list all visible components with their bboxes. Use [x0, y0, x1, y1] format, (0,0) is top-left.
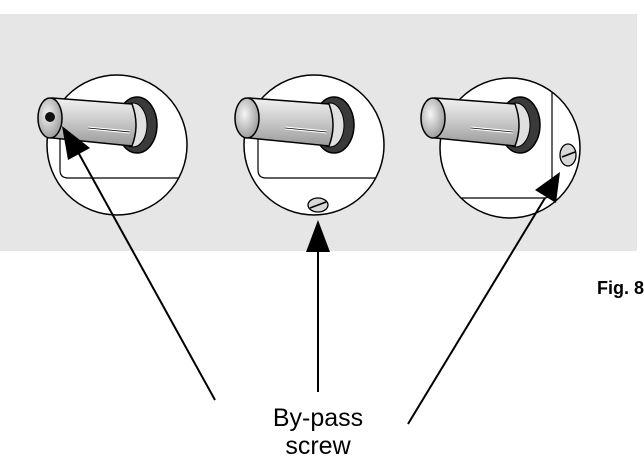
callout-label-line2: screw: [285, 432, 351, 460]
valve-knob-center: [234, 74, 385, 216]
callout-label-line1: By-pass: [272, 404, 364, 432]
arrow-center: [306, 220, 330, 392]
arrow-left: [62, 126, 216, 401]
valve-knob-left: [37, 74, 188, 216]
callout-label: By-pass screw: [228, 404, 408, 460]
bypass-screw-center: [307, 197, 329, 213]
figure-label: Fig. 8: [597, 278, 644, 298]
bypass-screw-left: [45, 112, 55, 122]
bypass-screw-right: [559, 143, 577, 167]
arrow-right: [407, 172, 560, 425]
